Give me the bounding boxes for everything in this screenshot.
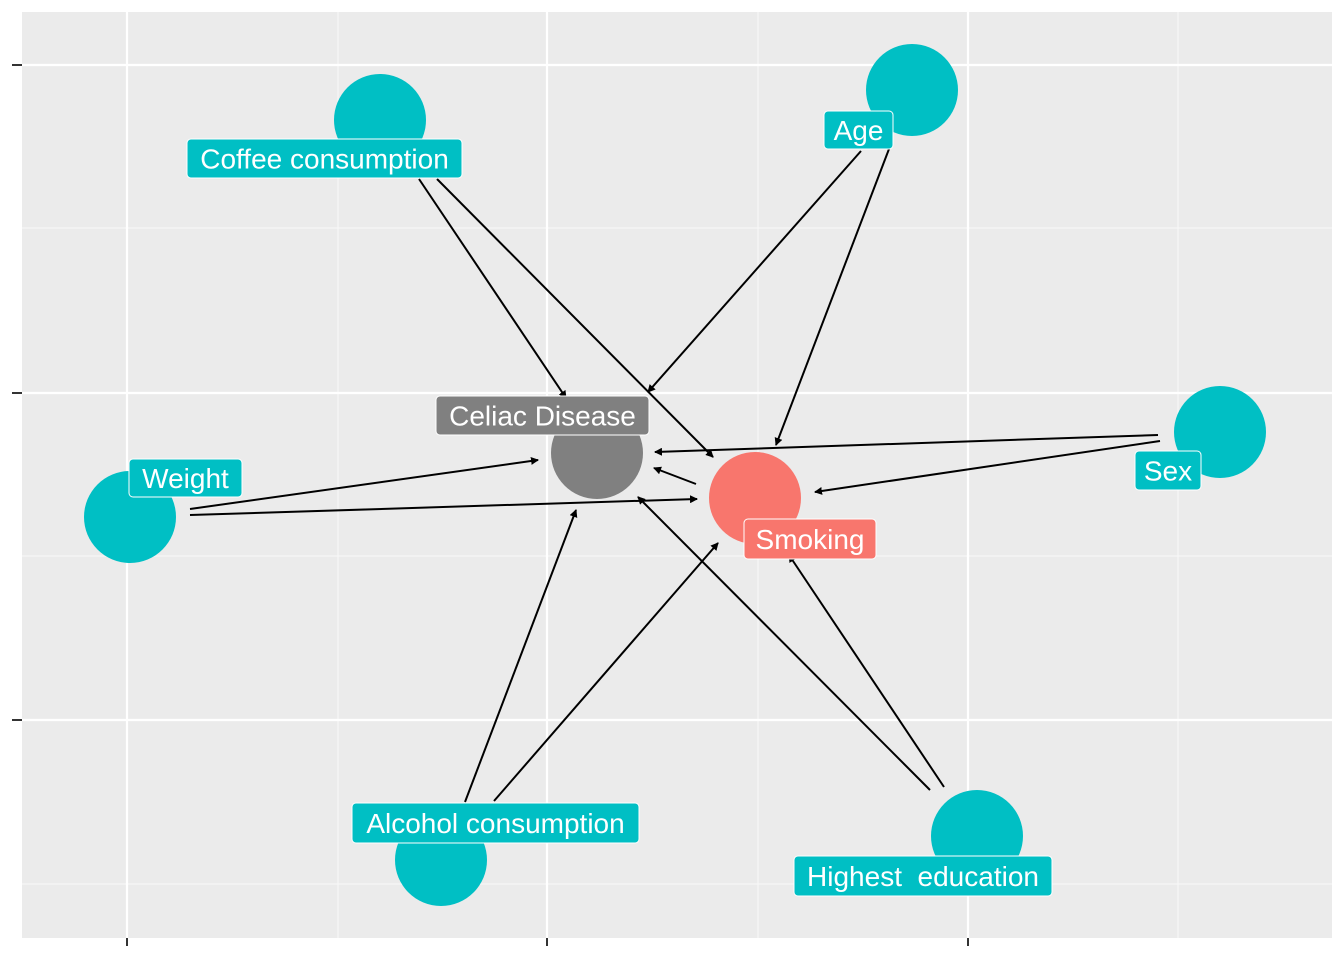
edge-coffee-to-celiac <box>418 178 567 399</box>
label-smoking: Smoking <box>743 518 877 560</box>
edge-education-to-celiac <box>637 496 931 791</box>
label-box-age <box>823 110 894 150</box>
label-celiac: Celiac Disease <box>435 395 650 436</box>
label-text-smoking: Smoking <box>756 524 865 555</box>
label-box-education <box>793 855 1053 897</box>
label-text-sex: Sex <box>1144 456 1192 487</box>
major-gridlines <box>22 12 1332 938</box>
label-box-weight <box>128 458 243 498</box>
label-box-coffee <box>186 138 463 179</box>
edge-education-to-smoking <box>788 554 945 788</box>
edge-smoking-to-celiac <box>653 466 697 485</box>
edge-alcohol-to-smoking <box>493 542 719 802</box>
edge-weight-to-celiac <box>189 457 539 510</box>
label-alcohol: Alcohol consumption <box>351 802 640 844</box>
label-coffee: Coffee consumption <box>186 138 463 179</box>
edge-sex-to-celiac <box>654 434 1159 456</box>
label-text-weight: Weight <box>142 463 229 494</box>
label-box-celiac <box>435 395 650 436</box>
label-sex: Sex <box>1134 450 1202 491</box>
dag-edges <box>189 148 1161 803</box>
label-text-education: Highest education <box>807 861 1039 892</box>
edge-sex-to-smoking <box>814 440 1161 495</box>
edge-age-to-smoking <box>774 148 890 446</box>
label-age: Age <box>823 110 894 150</box>
label-weight: Weight <box>128 458 243 498</box>
label-text-coffee: Coffee consumption <box>200 144 449 175</box>
label-box-smoking <box>743 518 877 560</box>
edge-weight-to-smoking <box>189 495 698 516</box>
label-box-alcohol <box>351 802 640 844</box>
edge-age-to-celiac <box>647 150 862 393</box>
label-education: Highest education <box>793 855 1053 897</box>
edge-coffee-to-smoking <box>436 178 714 458</box>
label-text-celiac: Celiac Disease <box>449 401 636 432</box>
label-text-age: Age <box>834 115 884 146</box>
label-box-sex <box>1134 450 1202 491</box>
label-text-alcohol: Alcohol consumption <box>366 808 624 839</box>
axis-ticks <box>12 64 969 946</box>
edge-alcohol-to-celiac <box>464 509 578 803</box>
